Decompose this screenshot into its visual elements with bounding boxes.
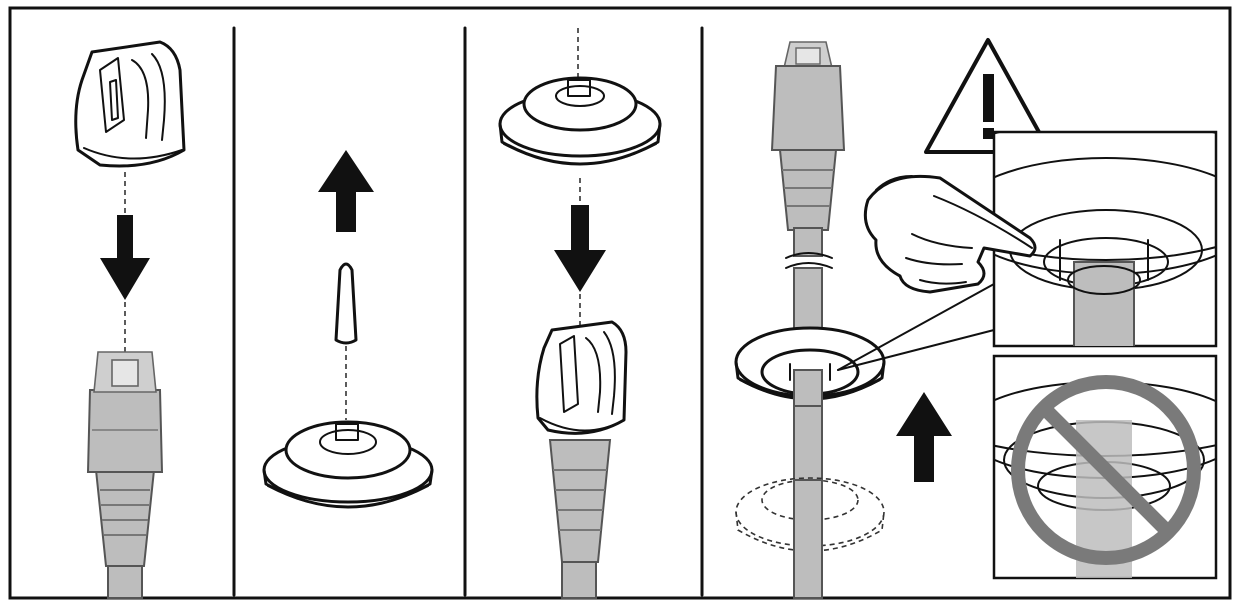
callout-line-1	[837, 283, 995, 371]
arrow-down-icon	[100, 215, 150, 300]
cable-clip-icon	[74, 40, 186, 168]
correct-seat-detail-icon	[992, 130, 1218, 348]
prohibited-seat-detail-icon	[992, 354, 1218, 580]
warning-icon	[924, 38, 1052, 154]
panel-3	[498, 28, 662, 599]
grommet-icon-3	[734, 326, 886, 407]
callout-line-2	[837, 329, 995, 371]
grommet-icon	[262, 420, 434, 509]
panel-1	[74, 40, 186, 599]
grommet-icon-2	[498, 76, 662, 166]
rj45-plug-icon	[86, 351, 164, 599]
panel-2	[262, 150, 434, 509]
ghost-grommet-icon	[735, 477, 885, 599]
cable-icon	[770, 41, 846, 599]
grommet-plug-icon	[334, 262, 358, 345]
grommet-on-clip-icon	[535, 320, 628, 599]
arrow-down-icon-2	[554, 205, 606, 292]
pointing-hand-icon	[863, 174, 1037, 294]
arrow-up-icon	[318, 150, 374, 232]
arrow-up-icon-2	[896, 392, 952, 482]
panel-4	[734, 38, 1218, 599]
